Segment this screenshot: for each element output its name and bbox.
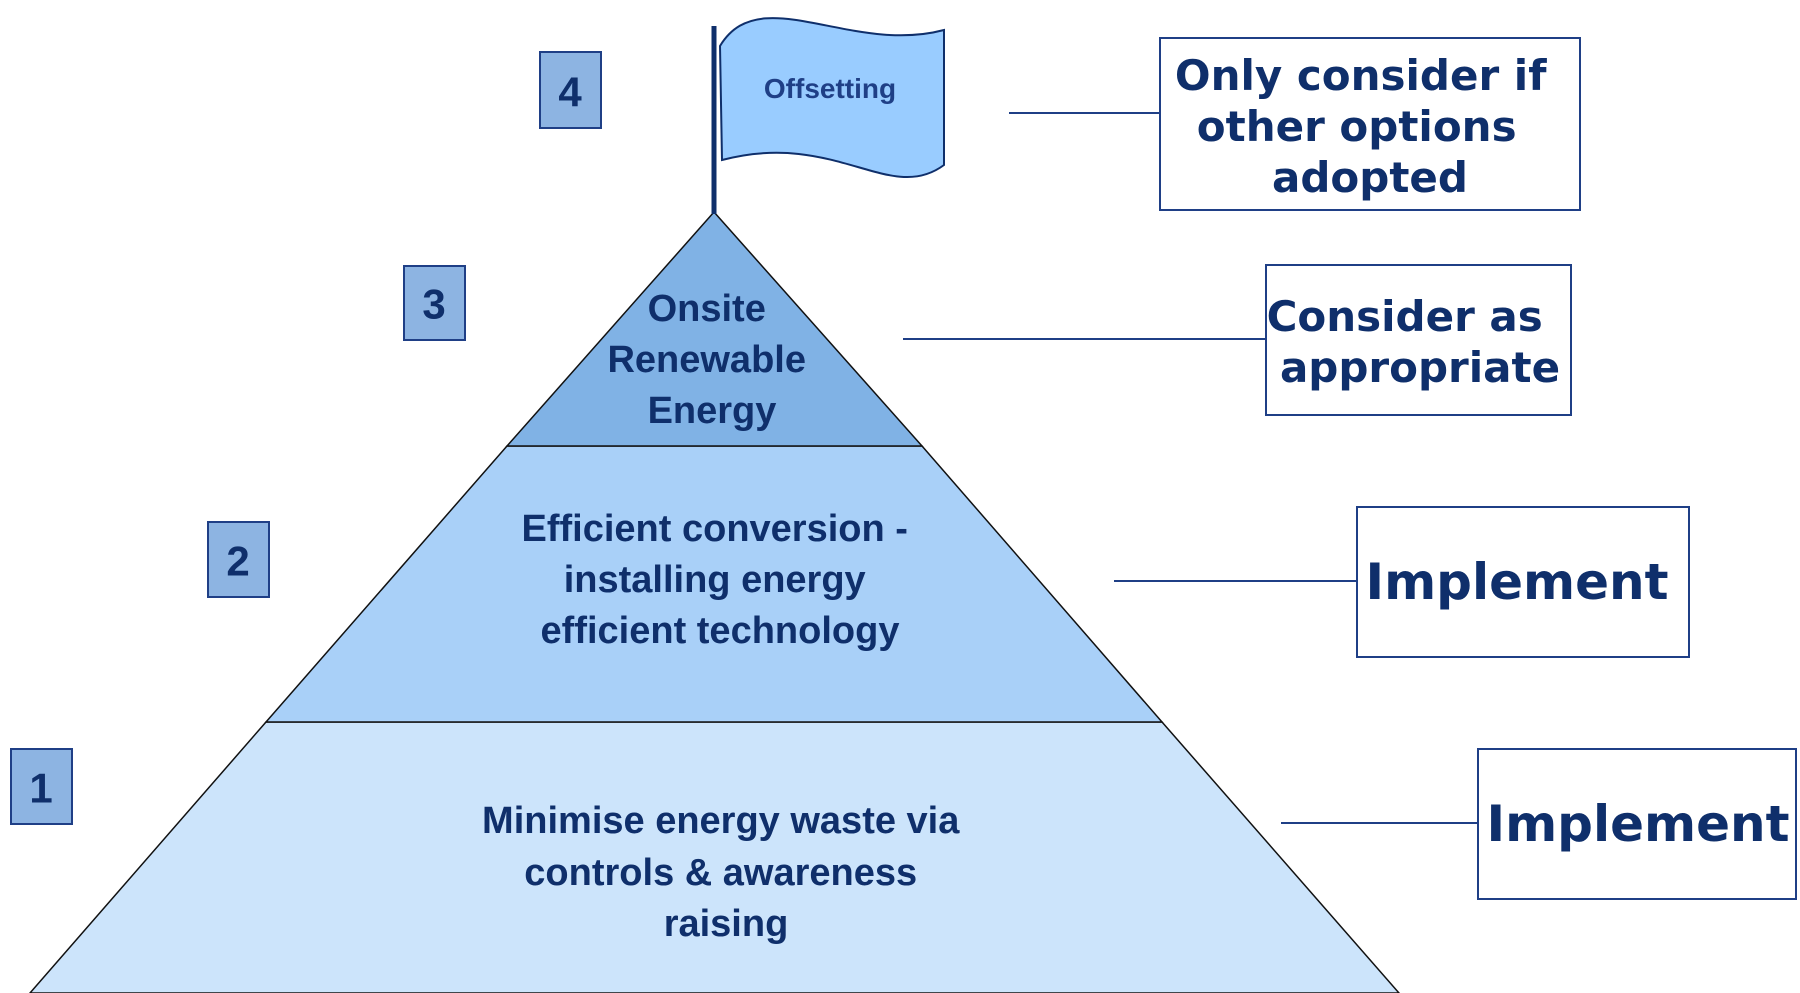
tier-1-label-line: raising	[664, 903, 789, 945]
tier-4-number: 4	[558, 69, 582, 116]
tier-4-action-box: Only consider if other options adopted	[1159, 37, 1581, 211]
tier-4-number-box: 4	[539, 51, 602, 129]
tier-3-action-line: Consider as	[1267, 292, 1543, 341]
tier-3-label: Onsite Renewable Energy	[607, 288, 816, 432]
tier-1-label-line: controls & awareness	[524, 852, 917, 894]
tier-2-action-line: Implement	[1365, 553, 1668, 611]
tier-2-label-line: efficient technology	[541, 610, 900, 652]
tier-2-number-box: 2	[207, 521, 270, 598]
tier-1-action-box: Implement	[1477, 748, 1797, 900]
tier-3-number: 3	[422, 281, 445, 328]
tier-1-number-box: 1	[10, 748, 73, 825]
tier-3-action-line: appropriate	[1280, 343, 1560, 392]
tier-4-action-line: adopted	[1272, 153, 1468, 202]
tier-3-label-line: Onsite	[648, 288, 766, 330]
tier-3-action-text: Consider as appropriate	[1267, 292, 1560, 392]
tier-1-action-line: Implement	[1486, 795, 1789, 853]
tier-1-action-text: Implement	[1486, 795, 1789, 853]
tier-4-action-line: Only consider if	[1175, 51, 1547, 100]
tier-4-action-text: Only consider if other options adopted	[1175, 51, 1561, 202]
tier-3-action-box: Consider as appropriate	[1265, 264, 1572, 416]
tier-2-number: 2	[226, 538, 249, 585]
tier-3-number-box: 3	[403, 265, 466, 341]
flag-banner	[718, 17, 945, 179]
tier-4-action-line: other options	[1197, 102, 1517, 151]
tier-3-label-line: Energy	[648, 390, 777, 432]
tier-2-action-text: Implement	[1365, 553, 1668, 611]
tier-2-label: Efficient conversion - installing energy…	[522, 508, 919, 652]
tier-1-label-line: Minimise energy waste via	[482, 800, 960, 842]
tier-2-label-line: installing energy	[564, 559, 866, 601]
tier-1-label: Minimise energy waste via controls & awa…	[482, 800, 970, 945]
tier-2-action-box: Implement	[1356, 506, 1690, 658]
flag-label: Offsetting	[764, 73, 896, 104]
tier-3-band	[505, 210, 924, 447]
tier-1-number: 1	[29, 765, 52, 812]
tier-3-label-line: Renewable	[607, 339, 806, 381]
tier-2-label-line: Efficient conversion -	[522, 508, 908, 550]
